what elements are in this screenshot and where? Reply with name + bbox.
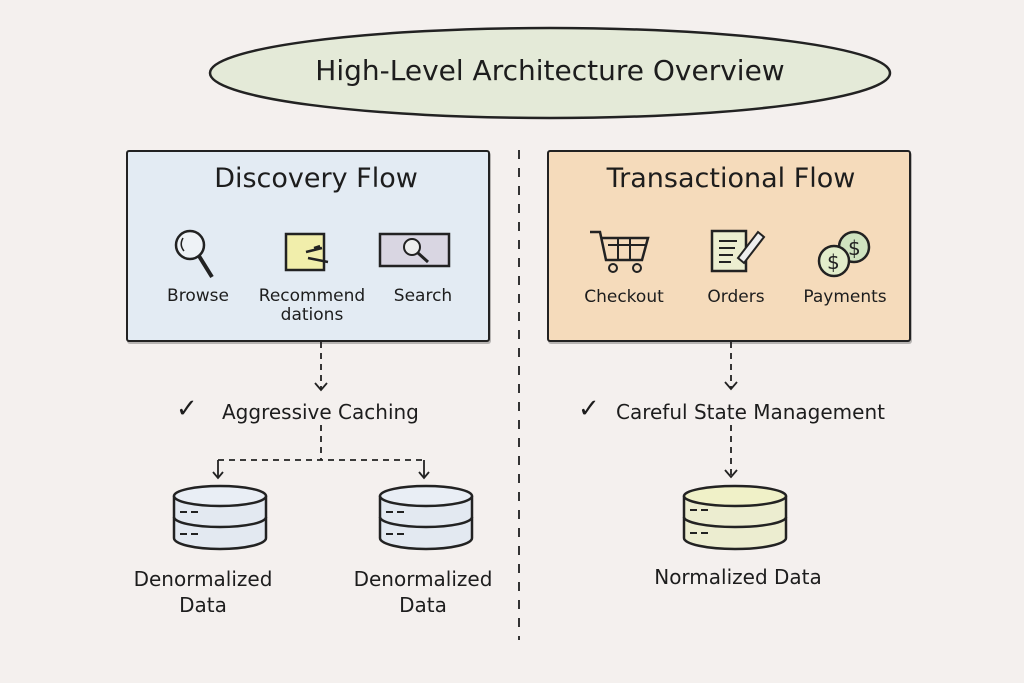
store-label-denormalized-2: Denormalized Data <box>354 566 493 618</box>
strategy-aggressive-caching: Aggressive Caching <box>222 400 419 424</box>
database-icon <box>172 484 268 551</box>
diagram-title: High-Level Architecture Overview <box>315 54 785 87</box>
item-label-browse: Browse <box>167 286 229 306</box>
search-screen-icon <box>378 232 451 268</box>
check-icon: ✓ <box>578 394 600 424</box>
database-icon <box>682 484 788 551</box>
recommend-line1: Recommend <box>258 286 366 306</box>
item-label-checkout: Checkout <box>584 287 664 307</box>
database-icon <box>378 484 474 551</box>
check-icon: ✓ <box>176 394 198 424</box>
svg-text:$: $ <box>827 250 840 274</box>
cart-icon <box>590 230 650 273</box>
strategy-careful-state: Careful State Management <box>616 400 885 424</box>
order-form-icon <box>710 229 766 273</box>
item-label-recommendations: Recommend dations <box>259 287 365 324</box>
store-label-normalized: Normalized Data <box>654 565 822 589</box>
store-label-line2: Data <box>399 593 447 617</box>
discovery-flow-heading: Discovery Flow <box>214 163 418 194</box>
recommend-line2: dations <box>280 304 344 325</box>
item-label-search: Search <box>393 286 453 306</box>
svg-text:$: $ <box>848 236 861 260</box>
store-label-line1: Denormalized <box>133 567 273 591</box>
item-label-orders: Orders <box>707 287 765 307</box>
store-label-denormalized-1: Denormalized Data <box>134 566 273 618</box>
magnifier-icon <box>174 229 214 279</box>
store-label-line2: Data <box>179 593 227 617</box>
title-ellipse <box>208 26 892 120</box>
store-label-line1: Denormalized <box>353 567 493 591</box>
coins-icon: $ $ <box>817 230 871 278</box>
transactional-flow-heading: Transactional Flow <box>606 163 856 194</box>
item-label-payments: Payments <box>803 287 887 307</box>
recommend-card-icon <box>284 232 329 272</box>
